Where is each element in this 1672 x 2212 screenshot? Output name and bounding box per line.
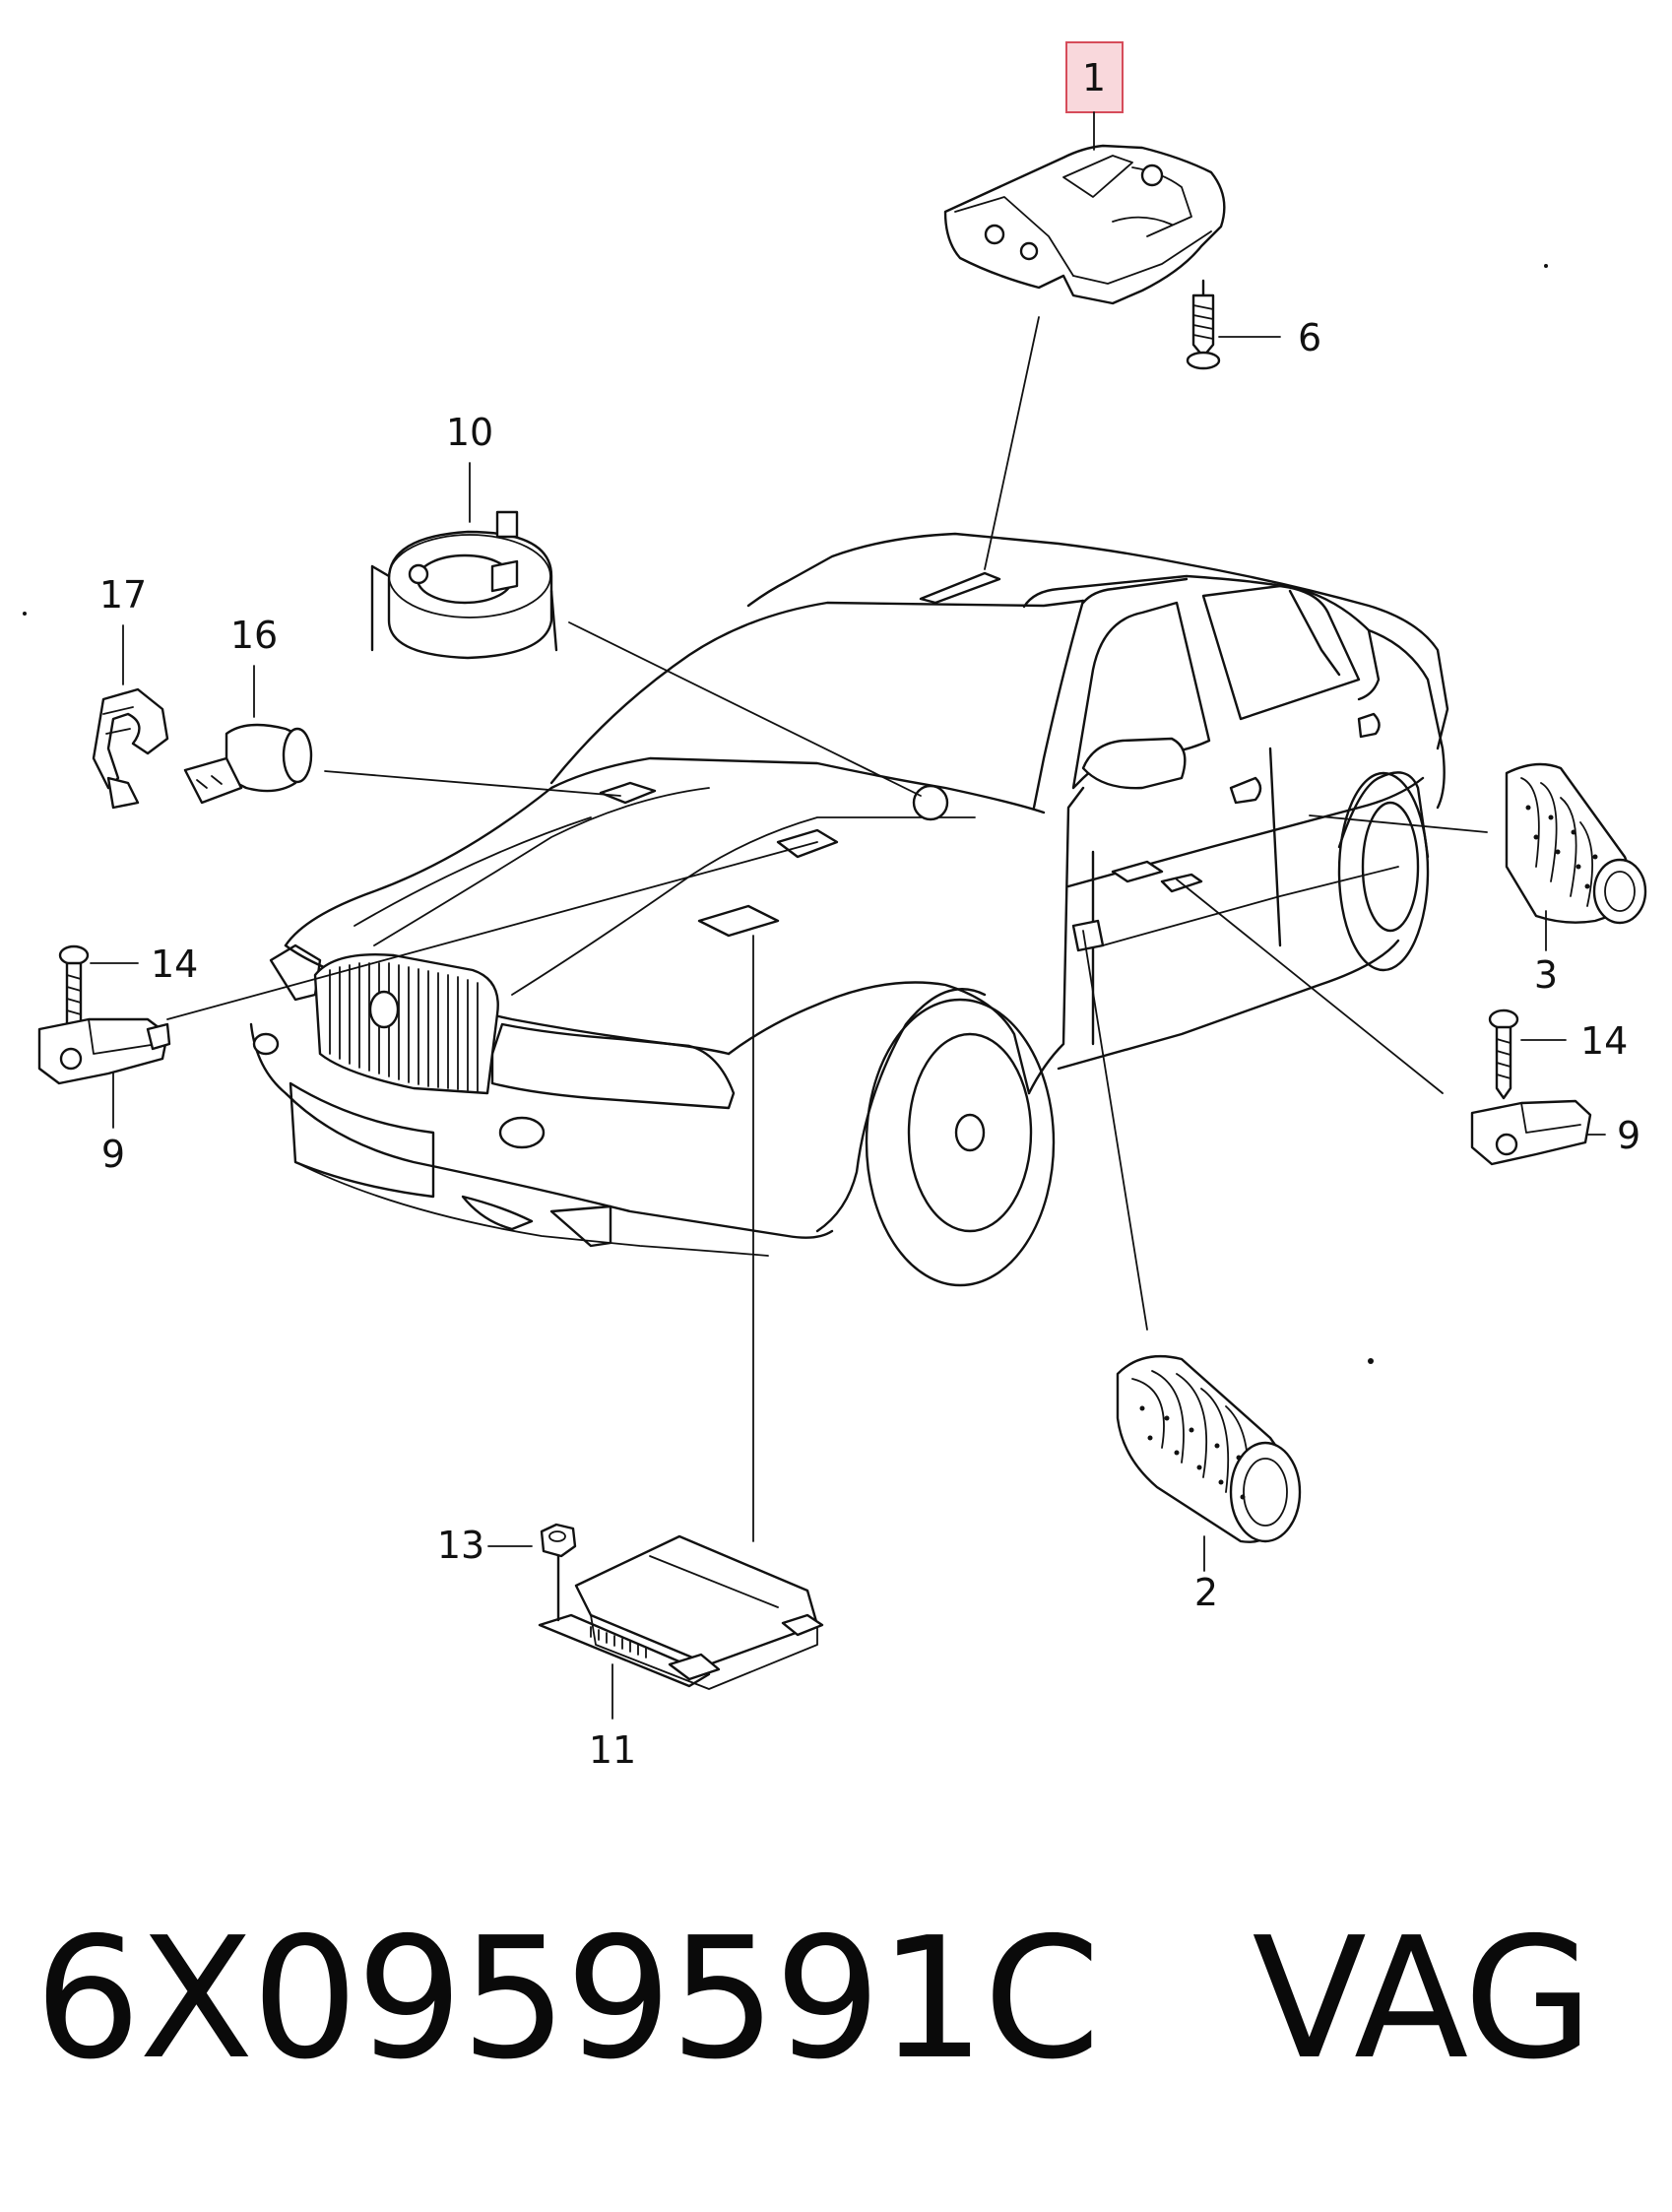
callout-13: 13 bbox=[437, 1524, 484, 1567]
brand-name: VAG bbox=[1252, 1902, 1593, 2097]
airbag-control-unit-icon bbox=[538, 1534, 824, 1690]
callout-10: 10 bbox=[446, 411, 493, 454]
bolt-icon bbox=[1488, 1008, 1519, 1100]
callout-2: 2 bbox=[1194, 1571, 1218, 1614]
selected-part-highlight[interactable] bbox=[1065, 41, 1124, 113]
callout-14-right: 14 bbox=[1580, 1019, 1628, 1063]
callout-16: 16 bbox=[230, 614, 278, 657]
bracket-icon bbox=[92, 687, 169, 810]
callout-11: 11 bbox=[589, 1728, 636, 1772]
side-impact-sensor-icon bbox=[37, 1017, 171, 1085]
part-number-caption: 6X0959591C VAG bbox=[34, 1901, 1610, 2098]
nut-icon bbox=[540, 1523, 577, 1558]
callout-1: 1 bbox=[1082, 56, 1106, 99]
callout-14-left: 14 bbox=[151, 943, 198, 986]
bolt-icon bbox=[58, 944, 90, 1036]
screw-icon bbox=[1186, 279, 1221, 370]
connector-icon bbox=[183, 723, 313, 805]
rubber-boot-icon bbox=[1116, 1355, 1302, 1543]
crash-sensor-module-icon bbox=[943, 144, 1226, 305]
rubber-boot-icon bbox=[1505, 762, 1647, 925]
callout-9-right: 9 bbox=[1617, 1114, 1640, 1157]
leader-lines bbox=[166, 316, 1488, 1542]
callout-9-left: 9 bbox=[101, 1133, 125, 1176]
part-number: 6X0959591C bbox=[34, 1902, 1100, 2097]
callout-6: 6 bbox=[1298, 316, 1321, 359]
side-impact-sensor-icon bbox=[1470, 1099, 1592, 1166]
clock-spring-icon bbox=[370, 510, 558, 660]
caption-spacer bbox=[1098, 1902, 1252, 2097]
callout-3: 3 bbox=[1534, 953, 1558, 997]
callout-17: 17 bbox=[99, 573, 147, 617]
